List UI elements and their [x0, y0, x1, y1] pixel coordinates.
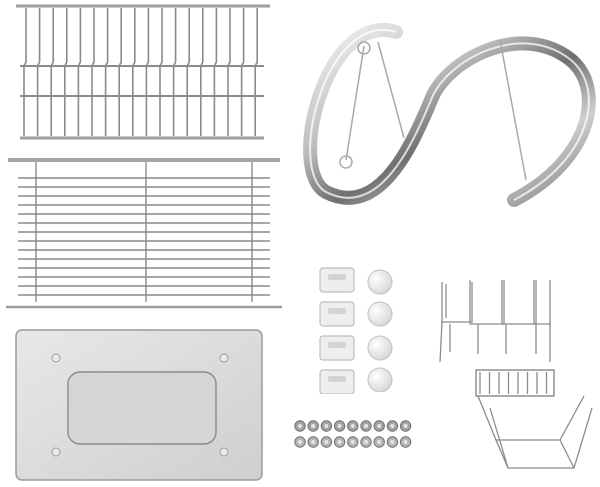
top-plate-rack: [16, 4, 270, 140]
screw-hole: [377, 424, 382, 428]
drip-tray: [15, 329, 263, 481]
rack-wire: [172, 8, 177, 136]
screw-hole: [311, 440, 316, 444]
screw-hole: [350, 424, 355, 428]
rack-wire: [104, 8, 109, 136]
rack-wire: [254, 8, 258, 136]
plastic-clips: [319, 267, 355, 394]
screws-and-nuts: [294, 420, 412, 448]
rack-wire: [159, 8, 163, 136]
rack-wire: [132, 8, 136, 136]
rack-wire: [145, 8, 150, 136]
rack-wire: [77, 8, 82, 136]
screw-hole: [364, 424, 368, 428]
screw-hole: [337, 440, 342, 444]
rack-wire: [64, 8, 68, 136]
screw-hole: [311, 424, 316, 428]
screw-hole: [337, 424, 342, 428]
rack-wire: [200, 8, 204, 136]
rack-wire: [240, 8, 245, 136]
screw-hole: [324, 424, 329, 428]
bottom-bowl-rack: [6, 158, 282, 309]
screw-hole: [324, 440, 329, 444]
screw-hole: [403, 424, 408, 428]
rack-wire: [36, 8, 41, 136]
cup-holder-and-utensil-holder: [439, 280, 593, 469]
rubber-feet: [367, 269, 393, 392]
rack-wire: [213, 8, 218, 136]
rack-wire: [50, 8, 54, 136]
rack-wire: [186, 8, 190, 136]
screw-hole: [350, 440, 355, 444]
rack-wire: [23, 8, 27, 136]
rack-wire: [118, 8, 122, 136]
screw-hole: [390, 440, 395, 444]
rack-wire: [91, 8, 95, 136]
rack-wire: [227, 8, 231, 136]
screw-hole: [298, 424, 302, 428]
screw-hole: [390, 424, 395, 428]
screw-hole: [364, 440, 368, 444]
screw-hole: [403, 440, 408, 444]
s-shaped-frame: [303, 22, 596, 207]
screw-hole: [377, 440, 382, 444]
screw-hole: [298, 440, 302, 444]
